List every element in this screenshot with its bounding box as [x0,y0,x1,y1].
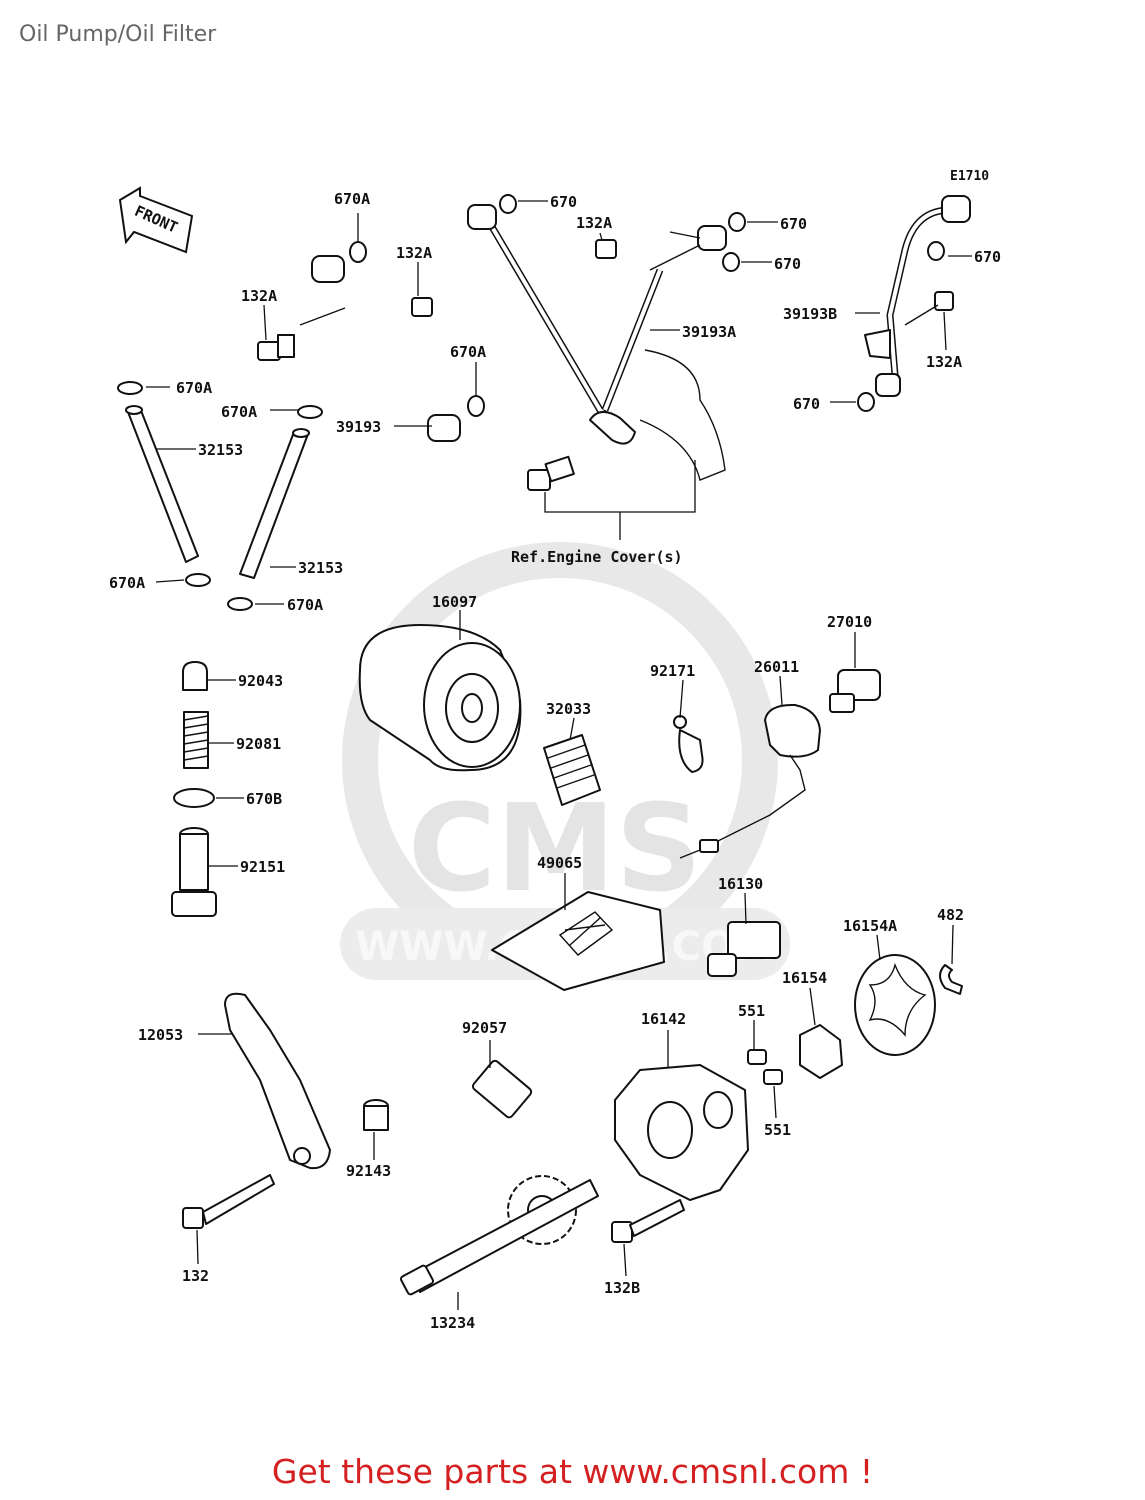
reference-note: Ref.Engine Cover(s) [511,548,683,566]
callout-670A: 670A [334,190,370,208]
oil-pipe-39193A [411,204,727,491]
oil-pipe-39193 [257,255,461,442]
circlip-482 [939,964,963,995]
callout-551: 551 [738,1002,765,1020]
oil-pump-body-16142 [614,1049,783,1201]
callout-670: 670 [780,215,807,233]
callout-92143: 92143 [346,1162,391,1180]
callout-92081: 92081 [236,735,281,753]
callout-482: 482 [937,906,964,924]
chain-guide-12053 [224,992,331,1170]
callout-32153: 32153 [298,559,343,577]
callout-16130: 16130 [718,875,763,893]
front-arrow-icon: FRONT [118,186,194,254]
oil-filter-16097 [358,624,522,772]
callout-12053: 12053 [138,1026,183,1044]
spring-92081 [183,711,209,769]
callout-670A: 670A [287,596,323,614]
pipe-32153 [125,405,199,563]
callout-670A: 670A [221,403,257,421]
callout-92057: 92057 [462,1019,507,1037]
callout-92171: 92171 [650,662,695,680]
callout-132: 132 [182,1267,209,1285]
o-ring-670B [173,788,215,808]
callout-49065: 49065 [537,854,582,872]
callout-labels: 670A 132A 132A 670 132A 670 670 39193A 6… [109,190,1001,1332]
callout-32153: 32153 [198,441,243,459]
strainer-49065 [491,891,665,991]
outer-rotor-16154A [854,954,936,1056]
callout-670: 670 [774,255,801,273]
callout-132A: 132A [576,214,612,232]
callout-132A: 132A [241,287,277,305]
callout-16097: 16097 [432,593,477,611]
callout-39193: 39193 [336,418,381,436]
callout-670A: 670A [109,574,145,592]
callout-26011: 26011 [754,658,799,676]
callout-32033: 32033 [546,700,591,718]
inner-rotor-16154 [799,1024,843,1079]
callout-13234: 13234 [430,1314,475,1332]
callout-670: 670 [974,248,1001,266]
oil-pressure-switch-27010 [829,669,881,713]
callout-92043: 92043 [238,672,283,690]
callout-16154A: 16154A [843,917,897,935]
bolt-92151 [171,827,217,917]
spring-32033 [543,734,601,806]
page-title: Oil Pump/Oil Filter [19,22,217,47]
callout-132B: 132B [604,1279,640,1297]
callout-670: 670 [793,395,820,413]
callout-670A: 670A [450,343,486,361]
cap-26011 [679,703,821,859]
callout-132A: 132A [396,244,432,262]
clamp-92171 [673,715,704,773]
callout-39193B: 39193B [783,305,837,323]
leader-lines [146,200,972,1310]
callout-551: 551 [764,1121,791,1139]
oil-pipe-39193B [864,195,971,397]
callout-16142: 16142 [641,1010,686,1028]
callout-92151: 92151 [240,858,285,876]
callout-132A: 132A [926,353,962,371]
diagram-code: E1710 [950,169,989,184]
o-ring-670A [349,241,367,263]
cap-92043 [182,661,208,691]
bolt-132B [611,1199,685,1243]
callout-670A: 670A [176,379,212,397]
callout-27010: 27010 [827,613,872,631]
callout-39193A: 39193A [682,323,736,341]
collar-92143 [363,1099,389,1131]
callout-670: 670 [550,193,577,211]
o-ring-670A [467,395,485,417]
bolt-132 [182,1174,275,1229]
shaft-13234 [400,1179,599,1296]
callout-16154: 16154 [782,969,827,987]
watermark-text: CMS [408,780,702,919]
footer-link[interactable]: Get these parts at www.cmsnl.com ! [271,1452,874,1491]
callout-670B: 670B [246,790,282,808]
fitting-16130 [707,921,781,977]
pipe-32153 [239,428,310,579]
